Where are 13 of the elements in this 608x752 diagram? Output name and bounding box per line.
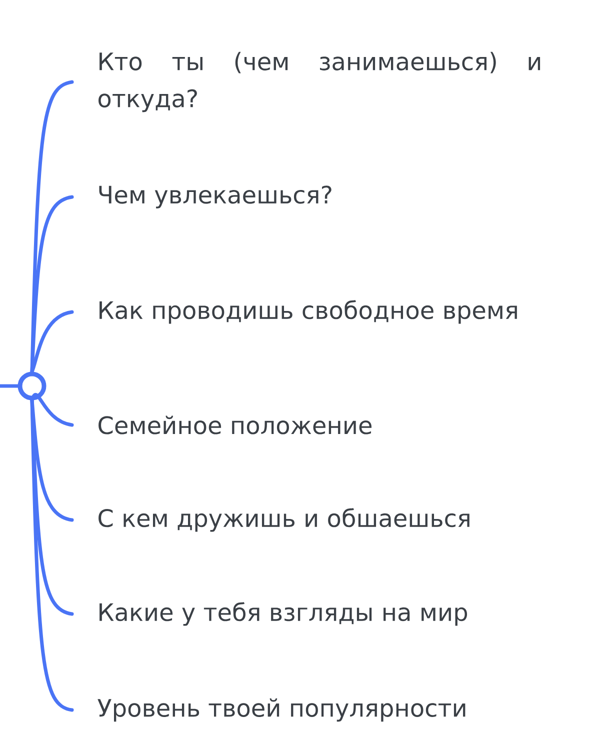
topic-text: Как проводишь свободное время: [100, 300, 517, 324]
topic-text: Семейное положение: [98, 416, 372, 434]
connector-line: [0, 384, 20, 388]
topic-text: Чем увлекаешься?: [99, 186, 332, 208]
hub-circle: [18, 372, 46, 400]
topic-text: С кем дружишь и обшаешься: [98, 508, 470, 532]
branch-curve: [30, 398, 74, 712]
branch-curve: [30, 398, 74, 522]
topic-text: Кто ты (чем занимаешься) и откуда?: [98, 52, 540, 112]
branch-curve: [30, 310, 74, 374]
topic-text: Уровень твоей популярности: [98, 698, 466, 722]
branch-curve: [30, 393, 74, 427]
topic-text: Какие у тебя взгляды на мир: [100, 602, 468, 626]
